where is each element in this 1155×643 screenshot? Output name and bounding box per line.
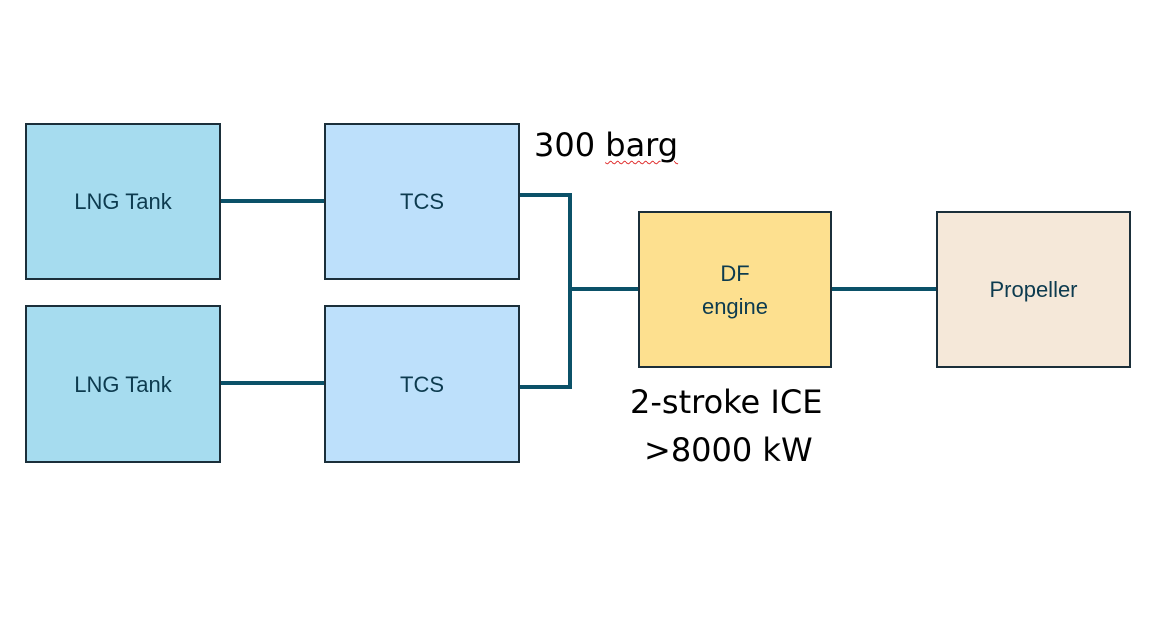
lng-tank-1-label: LNG Tank	[74, 189, 172, 214]
edge-tank1-tcs1	[220, 199, 324, 203]
tcs-1-label: TCS	[400, 189, 444, 214]
propeller-label: Propeller	[989, 277, 1078, 302]
edge-bus-engine	[570, 287, 638, 291]
df-engine-label-line2: engine	[701, 293, 769, 319]
engine-type-annotation: 2-stroke ICE	[630, 383, 823, 421]
df-engine-label-line1: DF	[720, 260, 750, 286]
edge-engine-propeller	[831, 287, 936, 291]
tcs-2-box: TCS	[324, 305, 520, 463]
edge-tank2-tcs2	[220, 381, 324, 385]
edge-tcs1-bus	[519, 193, 572, 197]
pressure-annotation: 300 barg	[534, 126, 678, 164]
df-engine-box: DF engine	[638, 211, 832, 368]
lng-tank-1-box: LNG Tank	[25, 123, 221, 280]
manifold-bus	[568, 193, 572, 389]
pressure-value: 300	[534, 126, 596, 164]
tcs-2-label: TCS	[400, 371, 444, 397]
tcs-1-box: TCS	[324, 123, 520, 280]
pressure-unit: barg	[605, 126, 679, 164]
engine-power-annotation: >8000 kW	[644, 431, 813, 469]
edge-tcs2-bus	[519, 385, 572, 389]
lng-tank-2-box: LNG Tank	[25, 305, 221, 463]
propeller-box: Propeller	[936, 211, 1131, 368]
lng-tank-2-label: LNG Tank	[74, 371, 172, 397]
